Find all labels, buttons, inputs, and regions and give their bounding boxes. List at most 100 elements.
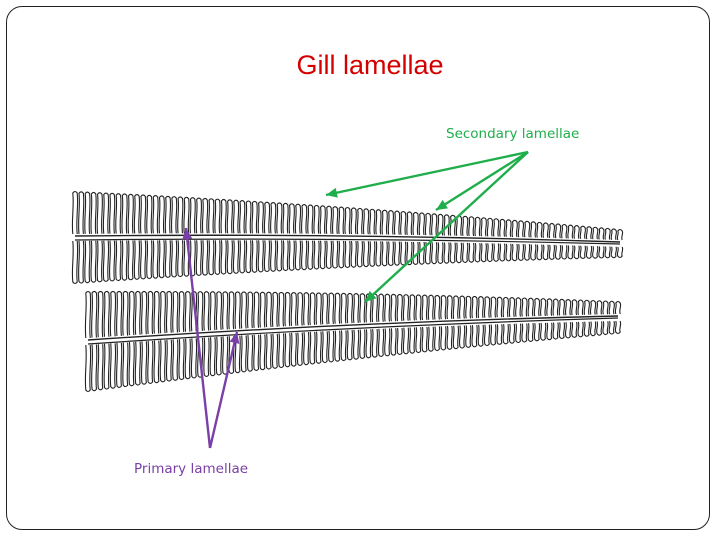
- secondary-lamella: [315, 331, 322, 364]
- secondary-lamella: [338, 240, 345, 269]
- secondary-lamella: [350, 207, 357, 235]
- secondary-lamella: [440, 295, 447, 320]
- secondary-lamella: [294, 203, 302, 234]
- secondary-lamella: [527, 323, 534, 342]
- secondary-lamella: [381, 241, 388, 267]
- secondary-lamella: [592, 226, 599, 240]
- primary-arrow-head: [182, 228, 193, 240]
- secondary-lamella: [84, 191, 91, 234]
- secondary-lamella: [165, 290, 173, 333]
- secondary-lamella: [431, 213, 438, 236]
- secondary-lamella: [610, 228, 617, 241]
- secondary-lamella: [390, 328, 397, 356]
- secondary-lamella: [492, 243, 500, 262]
- secondary-lamella: [540, 298, 547, 317]
- secondary-arrow: [435, 150, 529, 212]
- secondary-lamella: [153, 290, 160, 334]
- secondary-lamella: [536, 244, 543, 261]
- secondary-lamella: [359, 293, 366, 323]
- secondary-lamella: [446, 325, 453, 350]
- secondary-lamella: [585, 226, 593, 240]
- secondary-arrow: [364, 151, 529, 303]
- secondary-lamella: [153, 340, 160, 384]
- secondary-lamella: [409, 327, 416, 354]
- secondary-lamella: [492, 218, 500, 237]
- secondary-lamella: [288, 240, 295, 271]
- secondary-lamella: [300, 204, 308, 234]
- secondary-lamella: [402, 294, 410, 321]
- secondary-lamella: [303, 292, 310, 326]
- secondary-lamella: [109, 343, 117, 389]
- secondary-lamella: [396, 327, 403, 356]
- secondary-lamella: [103, 343, 110, 390]
- secondary-lamella: [446, 295, 453, 320]
- secondary-lamella: [455, 242, 463, 264]
- secondary-lamella: [577, 299, 584, 316]
- secondary-lamella: [390, 293, 397, 322]
- secondary-lamella: [197, 337, 204, 378]
- secondary-lamella: [307, 204, 314, 234]
- secondary-lamella: [234, 291, 241, 329]
- secondary-lamella: [278, 291, 285, 327]
- secondary-lamella: [468, 242, 475, 263]
- secondary-lamella: [474, 242, 481, 263]
- secondary-lamella: [246, 335, 254, 372]
- secondary-lamella: [222, 291, 229, 330]
- secondary-lamella: [263, 240, 271, 273]
- secondary-lamella: [554, 244, 562, 260]
- secondary-lamella: [331, 206, 339, 234]
- secondary-lamella: [418, 241, 425, 265]
- secondary-lamella: [561, 223, 568, 239]
- secondary-lamella: [356, 207, 364, 235]
- secondary-lamella: [170, 240, 178, 278]
- secondary-lamella: [201, 197, 209, 234]
- secondary-lamella: [251, 200, 258, 234]
- gill-filament-lower: [84, 290, 622, 393]
- secondary-lamella: [140, 290, 148, 335]
- secondary-lamella: [240, 291, 248, 329]
- secondary-lamella: [309, 331, 316, 365]
- secondary-lamella: [282, 240, 289, 272]
- secondary-lamella: [276, 240, 283, 272]
- secondary-lamella: [502, 296, 509, 318]
- secondary-lamella: [139, 240, 147, 280]
- secondary-lamella: [616, 228, 624, 241]
- secondary-lamella: [121, 240, 128, 281]
- secondary-lamella: [571, 321, 578, 338]
- secondary-arrow-head: [326, 187, 338, 198]
- secondary-lamella: [400, 241, 407, 266]
- secondary-lamella: [471, 295, 478, 319]
- secondary-lamella: [215, 291, 223, 330]
- secondary-lamella: [542, 244, 549, 261]
- secondary-lamella: [437, 242, 444, 264]
- secondary-lamella: [552, 322, 559, 340]
- secondary-lamella: [201, 240, 209, 276]
- secondary-lamella: [215, 336, 223, 376]
- secondary-lamella: [548, 222, 556, 239]
- secondary-lamella: [97, 290, 104, 338]
- secondary-lamella: [133, 240, 141, 280]
- secondary-lamella: [245, 240, 252, 274]
- secondary-lamella: [340, 292, 347, 324]
- secondary-lamella: [421, 294, 428, 321]
- secondary-lamella: [437, 213, 444, 236]
- secondary-lamella: [387, 241, 395, 267]
- secondary-lamella: [558, 298, 566, 316]
- secondary-lamella: [190, 338, 198, 379]
- secondary-lamella: [284, 333, 291, 368]
- secondary-lamella: [406, 211, 413, 235]
- secondary-lamella: [561, 245, 568, 260]
- secondary-lamella: [203, 337, 210, 377]
- secondary-lamella: [146, 240, 153, 280]
- secondary-lamella: [579, 225, 587, 240]
- secondary-lamella: [564, 322, 572, 339]
- secondary-lamella: [431, 242, 438, 265]
- secondary-lamella: [253, 291, 260, 328]
- secondary-lamella: [278, 333, 285, 369]
- secondary-lamella: [452, 295, 460, 319]
- secondary-lamella: [375, 241, 382, 267]
- secondary-lamella: [222, 336, 229, 375]
- secondary-lamella: [496, 324, 503, 345]
- secondary-lamella: [486, 243, 494, 263]
- secondary-lamella: [434, 326, 441, 352]
